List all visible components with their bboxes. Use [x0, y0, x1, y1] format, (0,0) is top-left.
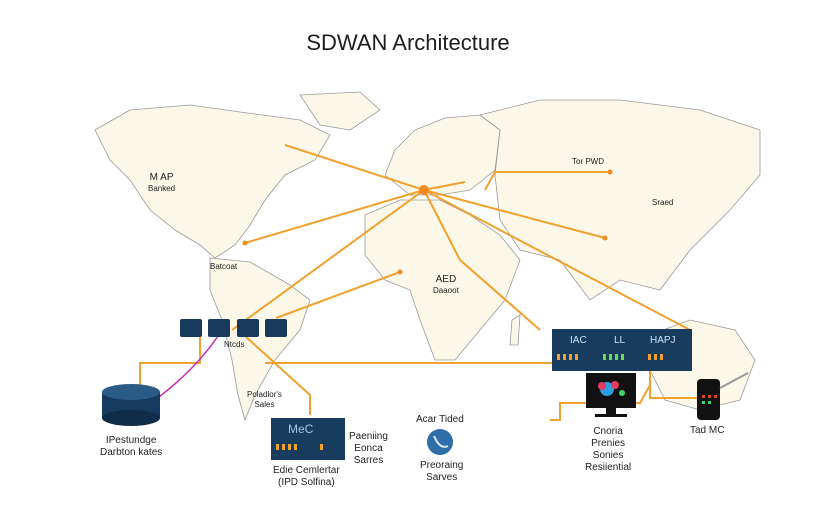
- database-icon: [102, 384, 160, 426]
- switch: [180, 319, 202, 337]
- link-asia-north: [484, 171, 610, 191]
- link-asia-south: [423, 189, 606, 239]
- switch: [237, 319, 259, 337]
- edge-server-icon: [271, 418, 345, 460]
- server-rack-icon: [552, 329, 692, 371]
- link-australia: [423, 189, 691, 331]
- monitor-icon: [586, 373, 636, 417]
- pen-icon: [719, 372, 749, 389]
- link-central-america: [244, 189, 425, 244]
- cloud-top-label: Acar Tided: [416, 414, 464, 425]
- rack-screen-1: IAC: [570, 335, 587, 346]
- rack-screen-2: LL: [614, 335, 626, 346]
- link-south-america: [231, 189, 425, 331]
- edge-server-screen: MeC: [288, 422, 314, 436]
- link-edge: [244, 335, 311, 415]
- alt-link: [154, 335, 219, 401]
- edge-server-label: Edie Cemlertar(IPD Solfina): [273, 465, 340, 488]
- madagascar: [509, 314, 521, 346]
- switch-group-label: Ntcds: [224, 340, 245, 349]
- greenland: [299, 91, 381, 131]
- asia: [479, 99, 761, 301]
- link-phone: [649, 370, 697, 399]
- africa: [364, 199, 521, 361]
- link-rack: [423, 189, 541, 331]
- link-africa: [275, 271, 401, 319]
- page-title: SDWAN Architecture: [306, 30, 510, 55]
- rack-screen-3: HAPJ: [650, 335, 676, 346]
- edge-switches: [180, 319, 287, 337]
- switch: [208, 319, 230, 337]
- link-north-america: [284, 144, 425, 191]
- link-database: [139, 336, 201, 390]
- north-america: [94, 104, 331, 259]
- label-asia-east: Sraed: [652, 198, 674, 207]
- service-icon: [427, 429, 453, 455]
- phone-icon: [697, 379, 720, 420]
- label-asia-north: Tor PWD: [572, 157, 604, 166]
- link-europe-east: [423, 181, 466, 191]
- link-monitor: [550, 384, 651, 421]
- label-central-america: Batcoat: [210, 262, 238, 271]
- switch: [265, 319, 287, 337]
- network-links: [139, 144, 697, 421]
- hub-node: [419, 185, 429, 195]
- phone-label: Tad MC: [690, 425, 725, 436]
